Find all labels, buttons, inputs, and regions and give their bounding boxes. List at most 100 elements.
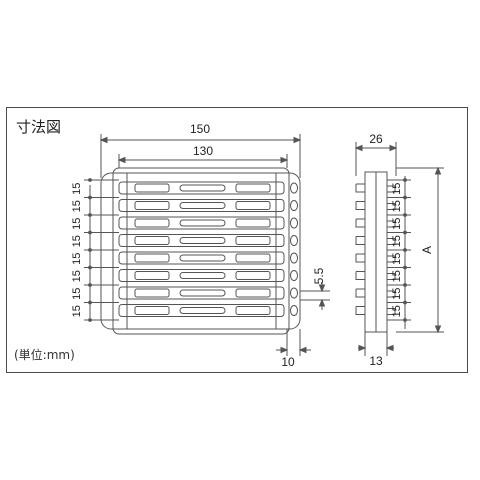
slot-left bbox=[134, 201, 170, 210]
slot-center bbox=[179, 237, 226, 244]
side-pitch-label: 15 bbox=[391, 305, 403, 317]
arrow bbox=[99, 136, 108, 144]
pitch-dot bbox=[88, 265, 92, 270]
pitch-ticks bbox=[84, 178, 119, 322]
rack-inner-outline bbox=[112, 167, 290, 335]
pitch-dot bbox=[88, 178, 92, 182]
front-pitch-label: 15 bbox=[71, 235, 83, 247]
slot-row bbox=[118, 199, 285, 212]
slot-center bbox=[179, 289, 226, 297]
side-pitch-label: 15 bbox=[391, 218, 403, 230]
pitch-dot bbox=[88, 213, 92, 217]
slot-row bbox=[118, 304, 285, 317]
arrow bbox=[358, 344, 367, 352]
slot-row bbox=[118, 269, 285, 282]
label-depth-top: 26 bbox=[369, 132, 383, 146]
drawing-title: 寸法図 bbox=[16, 118, 62, 136]
arrow bbox=[318, 284, 326, 293]
slot-row bbox=[118, 181, 285, 195]
label-width-inner: 130 bbox=[193, 144, 213, 158]
slot-center bbox=[179, 254, 226, 262]
pitch-dot bbox=[88, 300, 92, 305]
mount-hole bbox=[290, 182, 298, 194]
slot-row bbox=[118, 251, 285, 265]
slot-center bbox=[179, 219, 226, 227]
slot-left bbox=[134, 218, 170, 228]
side-pitch-dot bbox=[403, 213, 407, 217]
arrow bbox=[385, 344, 394, 352]
slot-left bbox=[134, 306, 170, 315]
arrow bbox=[434, 166, 442, 175]
side-pitch-dot bbox=[403, 195, 407, 200]
slot-right bbox=[235, 218, 271, 228]
side-claw bbox=[355, 271, 396, 280]
side-pitch-dot bbox=[403, 248, 407, 252]
unit-note: (単位:mm) bbox=[14, 348, 75, 362]
pitch-dot bbox=[88, 230, 92, 235]
side-pitch-label: 15 bbox=[391, 270, 403, 282]
slot-row bbox=[118, 216, 285, 230]
drawing-frame bbox=[6, 107, 468, 373]
front-pitch-label: 15 bbox=[71, 183, 83, 195]
side-claw bbox=[355, 253, 396, 263]
side-pitch-label: 15 bbox=[391, 183, 403, 195]
slot-left bbox=[134, 288, 170, 298]
slot-left bbox=[134, 271, 170, 280]
side-pitch-label: 15 bbox=[391, 200, 403, 212]
side-claws bbox=[355, 183, 396, 315]
slot-right bbox=[235, 201, 271, 210]
arrow bbox=[280, 346, 289, 354]
slot-center bbox=[179, 307, 226, 314]
slot-right bbox=[235, 236, 271, 245]
slot-center bbox=[179, 272, 226, 279]
mount-hole bbox=[290, 287, 298, 299]
slot-rows bbox=[118, 181, 285, 317]
front-pitch-label: 15 bbox=[71, 200, 83, 212]
front-pitch-label: 15 bbox=[71, 218, 83, 230]
side-pitch-dot bbox=[403, 283, 407, 287]
front-pitch-label: 15 bbox=[71, 288, 83, 300]
arrow bbox=[117, 156, 126, 164]
label-width-overall: 150 bbox=[190, 122, 210, 136]
arrow bbox=[389, 144, 398, 152]
slot-center bbox=[179, 202, 226, 209]
mount-hole bbox=[290, 270, 298, 281]
label-hole-offset: 5.5 bbox=[312, 267, 326, 284]
slot-right bbox=[235, 288, 271, 298]
label-edge-width: 10 bbox=[281, 355, 295, 369]
mount-hole bbox=[290, 200, 298, 211]
pitch-dot bbox=[88, 195, 92, 200]
mount-hole bbox=[290, 305, 298, 316]
slot-right bbox=[235, 306, 271, 315]
side-claw bbox=[355, 306, 396, 315]
mount-hole bbox=[290, 217, 298, 229]
arrow bbox=[318, 298, 326, 307]
label-depth-bottom: 13 bbox=[369, 354, 383, 368]
side-pitch-dot bbox=[403, 230, 407, 235]
pitch-dot bbox=[88, 318, 92, 322]
arrow bbox=[280, 156, 289, 164]
rack-outline bbox=[100, 172, 301, 330]
side-claw bbox=[355, 218, 396, 228]
arrow bbox=[434, 325, 442, 334]
slot-right bbox=[235, 271, 271, 280]
slot-left bbox=[134, 253, 170, 263]
mount-holes bbox=[290, 182, 298, 316]
arrow bbox=[298, 346, 307, 354]
arrow bbox=[354, 144, 363, 152]
label-height-a: A bbox=[420, 246, 434, 254]
side-pitch-dot bbox=[403, 178, 407, 182]
mount-hole bbox=[290, 235, 298, 246]
side-pitch-dot bbox=[403, 318, 407, 322]
slot-row bbox=[118, 286, 285, 300]
arrow bbox=[293, 136, 302, 144]
side-claw bbox=[355, 288, 396, 298]
slot-center bbox=[179, 184, 226, 192]
slot-left bbox=[134, 183, 170, 193]
side-pitch-label: 15 bbox=[391, 235, 403, 247]
slot-right bbox=[235, 183, 271, 193]
pitch-dot bbox=[88, 283, 92, 287]
